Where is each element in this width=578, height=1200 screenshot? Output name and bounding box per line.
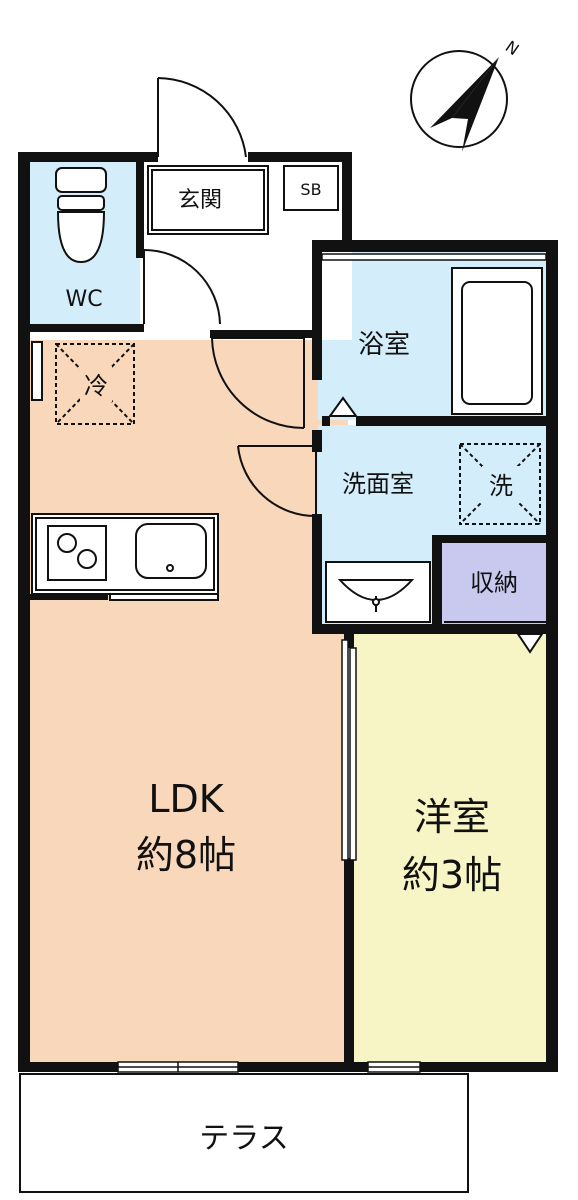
toilet-fixture xyxy=(55,167,107,264)
ldk-door xyxy=(211,337,305,429)
bathtub xyxy=(451,267,543,415)
toilet-label: WC xyxy=(65,287,102,312)
genkan-outline xyxy=(147,165,339,235)
windows xyxy=(117,253,547,1073)
western-size-label: 約3帖 xyxy=(402,853,502,897)
walls xyxy=(18,152,558,1072)
sliding-door xyxy=(341,639,357,861)
western-door-marker xyxy=(516,633,544,654)
washroom-door xyxy=(237,445,317,518)
fridge-space xyxy=(55,343,135,425)
sink xyxy=(135,523,207,579)
shoe-box-label: SB xyxy=(300,180,321,199)
compass: N xyxy=(410,37,523,152)
washbasin xyxy=(325,561,431,623)
pillar xyxy=(31,341,43,401)
western-name-label: 洋室 xyxy=(414,795,490,839)
entrance-door xyxy=(157,77,247,158)
washer-label: 洗 xyxy=(489,472,513,500)
stove-burner-icon xyxy=(77,549,97,569)
western-room-floor xyxy=(352,630,550,1070)
compass-north-label: N xyxy=(502,37,523,59)
ldk-floor xyxy=(28,340,348,1070)
storage-label: 収納 xyxy=(470,569,518,597)
ldk-size-label: 約8帖 xyxy=(136,833,236,877)
washroom-label: 洗面室 xyxy=(342,470,414,498)
entrance-label: 玄関 xyxy=(178,188,222,213)
terrace-label: テラス xyxy=(199,1121,288,1156)
sink-drain-icon xyxy=(166,564,174,572)
fridge-label: 冷 xyxy=(84,372,108,400)
wc-door xyxy=(143,249,221,325)
compass-needle-icon xyxy=(452,57,499,152)
kitchen-counter xyxy=(31,513,219,601)
bath-label: 浴室 xyxy=(358,330,410,360)
ldk-name-label: LDK xyxy=(148,777,224,821)
terrace xyxy=(19,1073,469,1193)
storage-floor xyxy=(440,540,550,630)
stove-burner-icon xyxy=(57,533,77,553)
bath-door-marker xyxy=(328,396,358,417)
